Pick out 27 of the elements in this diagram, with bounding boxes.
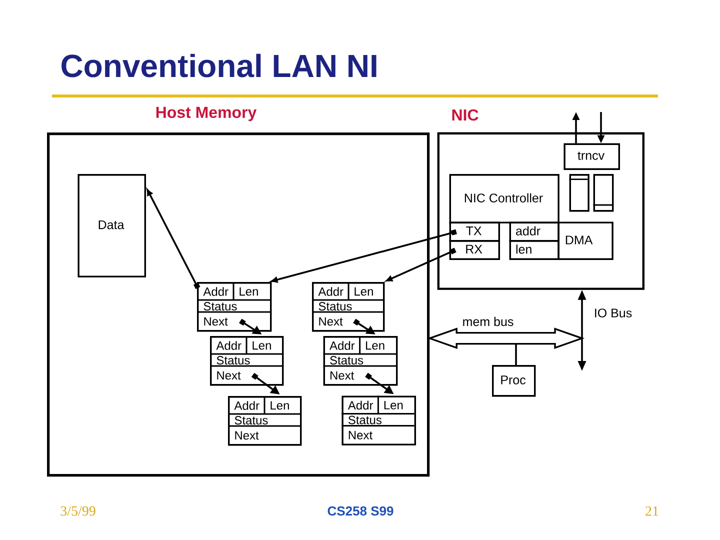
edge-label: IO Bus bbox=[592, 308, 634, 318]
labeled-box: trncv bbox=[564, 143, 620, 170]
slide-title: Conventional LAN NI bbox=[62, 54, 376, 78]
labeled-box: DMA bbox=[558, 222, 614, 260]
labeled-box: Data bbox=[78, 174, 146, 278]
labeled-box: TX bbox=[449, 222, 500, 242]
labeled-box: NIC Controller bbox=[449, 174, 560, 224]
connector-line bbox=[515, 344, 517, 365]
region-heading: NIC bbox=[452, 109, 478, 121]
labeled-box: len bbox=[509, 240, 560, 260]
descriptor-box: Addr Len Status Next bbox=[210, 336, 284, 386]
buffer-box bbox=[569, 174, 590, 212]
edge-label: mem bus bbox=[461, 316, 515, 328]
descriptor-box: Addr Len Status Next bbox=[228, 396, 302, 446]
labeled-box: RX bbox=[449, 240, 500, 260]
footer-text: CS258 S99 bbox=[328, 506, 394, 516]
descriptor-box: Addr Len Status Next bbox=[312, 282, 385, 332]
descriptor-box: Addr Len Status Next bbox=[323, 336, 398, 386]
page-number: 21 bbox=[646, 506, 658, 516]
arrow bbox=[271, 229, 457, 283]
labeled-box: Proc bbox=[492, 364, 536, 397]
buffer-box bbox=[593, 174, 614, 212]
region-heading: Host Memory bbox=[156, 106, 257, 122]
descriptor-box: Addr Len Status Next bbox=[197, 282, 272, 332]
labeled-box: addr bbox=[509, 222, 560, 242]
descriptor-box: Addr Len Status Next bbox=[342, 396, 416, 446]
date-text: 3/5/99 bbox=[60, 506, 96, 516]
